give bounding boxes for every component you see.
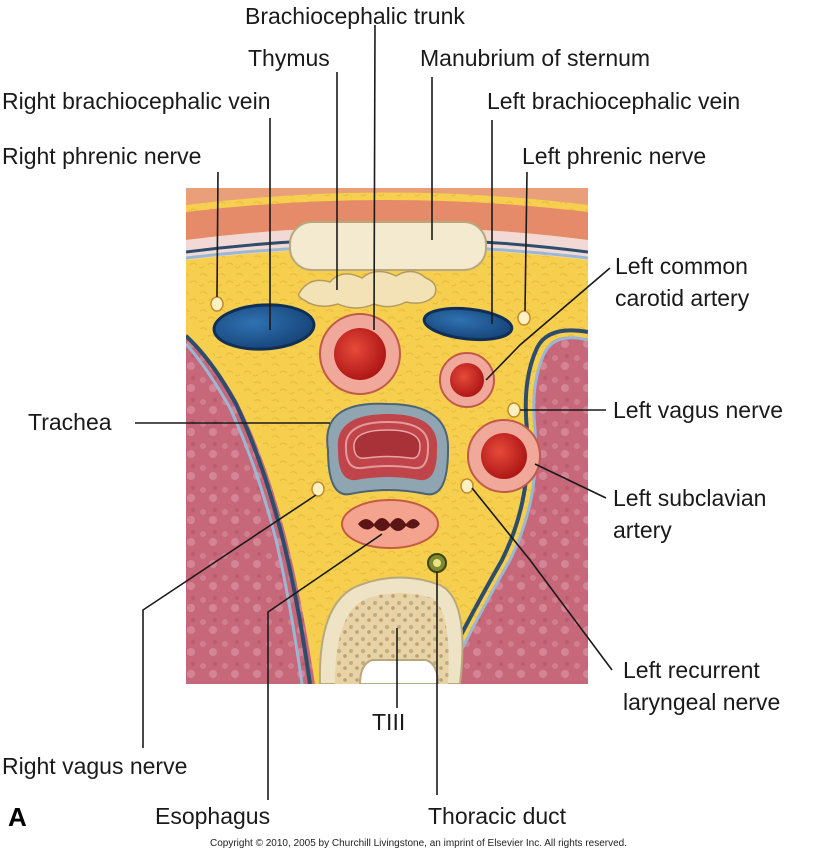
- thymus: [297, 270, 437, 309]
- leader-lines: [135, 24, 613, 800]
- label-left-recurrent-2: laryngeal nerve: [623, 689, 781, 715]
- label-right-vagus-nerve: Right vagus nerve: [2, 753, 188, 779]
- label-left-common-carotid-1: Left common: [615, 253, 748, 279]
- label-right-brachiocephalic-vein: Right brachiocephalic vein: [2, 88, 271, 114]
- right-brachiocephalic-vein: [212, 303, 316, 351]
- chest-wall-muscle: [186, 200, 588, 240]
- copyright-notice: Copyright © 2010, 2005 by Churchill Livi…: [210, 838, 628, 849]
- right-phrenic-nerve: [210, 296, 224, 312]
- label-left-brachiocephalic-vein: Left brachiocephalic vein: [487, 88, 741, 114]
- left-lung: [445, 336, 588, 684]
- cross-section: [186, 188, 588, 684]
- label-thoracic-duct: Thoracic duct: [428, 803, 567, 829]
- panel-letter: A: [8, 802, 27, 832]
- right-pleura: [186, 334, 312, 684]
- label-left-subclavian-1: Left subclavian: [613, 485, 767, 511]
- left-brachiocephalic-vein: [422, 306, 514, 342]
- label-left-phrenic-nerve: Left phrenic nerve: [522, 143, 707, 169]
- right-lung: [186, 330, 318, 684]
- right-vagus-nerve: [311, 481, 325, 497]
- label-left-subclavian-2: artery: [613, 517, 672, 543]
- label-tiii: TIII: [372, 709, 406, 735]
- esophagus-lumen: [358, 518, 420, 531]
- label-manubrium: Manubrium of sternum: [420, 45, 651, 71]
- label-trachea: Trachea: [28, 409, 112, 435]
- label-left-vagus-nerve: Left vagus nerve: [613, 397, 784, 423]
- label-right-phrenic-nerve: Right phrenic nerve: [2, 143, 202, 169]
- chest-wall-skin: [186, 188, 588, 205]
- left-vagus-nerve: [507, 402, 521, 418]
- label-left-recurrent-1: Left recurrent: [623, 657, 760, 683]
- left-phrenic-nerve: [517, 310, 531, 326]
- left-recurrent-laryngeal-nerve: [460, 478, 474, 494]
- label-brachiocephalic-trunk: Brachiocephalic trunk: [245, 3, 465, 29]
- label-left-common-carotid-2: carotid artery: [615, 285, 750, 311]
- label-esophagus: Esophagus: [155, 803, 271, 829]
- manubrium: [289, 221, 487, 271]
- label-thymus: Thymus: [248, 45, 330, 71]
